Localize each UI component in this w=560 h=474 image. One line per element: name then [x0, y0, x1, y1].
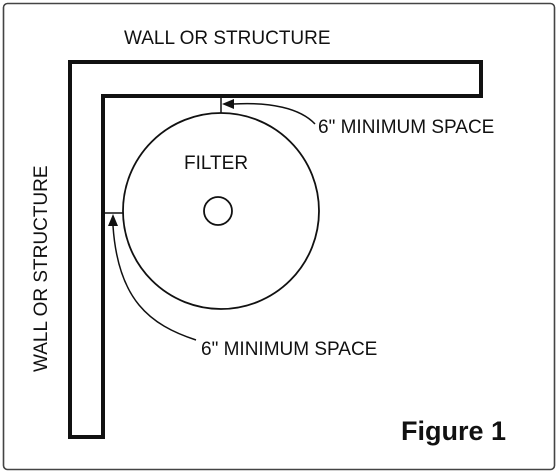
figure-caption: Figure 1 — [401, 416, 506, 446]
filter-center-port — [203, 196, 233, 226]
filter-label: FILTER — [184, 153, 248, 174]
figure-frame — [2, 2, 556, 471]
top-wall-label: WALL OR STRUCTURE — [124, 28, 331, 49]
filter-housing — [122, 112, 320, 310]
side-clearance-leader — [112, 225, 197, 341]
wall-outline — [68, 60, 483, 439]
top-clearance-label: 6" MINIMUM SPACE — [318, 117, 494, 138]
side-wall-label: WALL OR STRUCTURE — [31, 165, 52, 372]
side-clearance-label: 6" MINIMUM SPACE — [201, 339, 377, 360]
side-clearance-arrowhead — [108, 214, 118, 226]
top-clearance-arrowhead — [222, 99, 234, 109]
top-clearance-leader — [233, 102, 316, 125]
